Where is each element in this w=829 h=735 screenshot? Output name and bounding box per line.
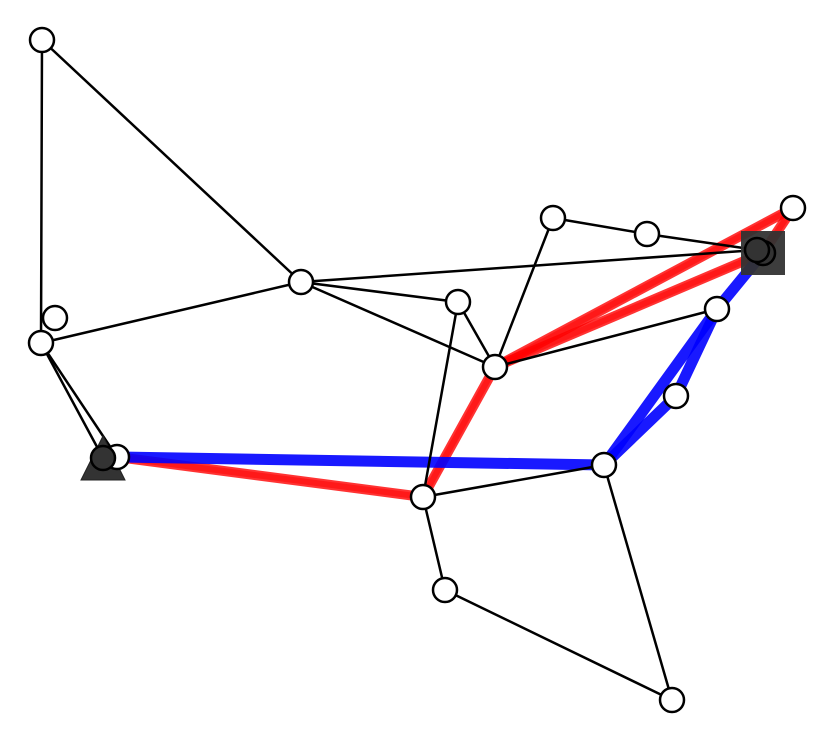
red-path-edge bbox=[420, 364, 498, 500]
red-path-edge bbox=[114, 454, 426, 500]
graph-edge bbox=[40, 38, 303, 284]
graph-node bbox=[41, 304, 69, 332]
graph-node bbox=[743, 236, 771, 264]
graph-edge bbox=[299, 248, 759, 284]
graph-node bbox=[409, 483, 437, 511]
graph-node bbox=[287, 268, 315, 296]
graph-edge bbox=[551, 216, 649, 236]
graph-edge bbox=[602, 463, 674, 702]
graph-node bbox=[539, 204, 567, 232]
graph-node bbox=[658, 686, 686, 714]
graph-node bbox=[590, 451, 618, 479]
blue-path-edge bbox=[598, 390, 682, 471]
graph-edge bbox=[645, 232, 759, 252]
blue-path-edge bbox=[111, 451, 610, 471]
graph-edge bbox=[39, 38, 44, 345]
graph-edge bbox=[39, 341, 119, 459]
edge-layer bbox=[39, 38, 759, 702]
graph-edge bbox=[39, 341, 105, 460]
graph-edge bbox=[421, 463, 606, 499]
graph-node bbox=[481, 353, 509, 381]
graph-node bbox=[662, 382, 690, 410]
node-layer bbox=[27, 26, 807, 714]
red-path-layer bbox=[112, 203, 798, 502]
blue-path-layer bbox=[111, 247, 769, 471]
graph-node bbox=[779, 194, 807, 222]
graph-edge bbox=[39, 280, 303, 345]
graph-edge bbox=[493, 307, 719, 369]
graph-edge bbox=[299, 280, 460, 304]
graph-node bbox=[633, 220, 661, 248]
graph-node bbox=[27, 329, 55, 357]
graph-node bbox=[28, 26, 56, 54]
blue-path-edge bbox=[670, 303, 723, 402]
graph-edge bbox=[421, 300, 460, 499]
graph-edge bbox=[493, 216, 555, 369]
graph-edge bbox=[443, 588, 674, 702]
blue-path-edge bbox=[598, 303, 723, 471]
graph-edge bbox=[299, 280, 497, 369]
graph-node bbox=[431, 576, 459, 604]
graph-node bbox=[703, 295, 731, 323]
graph-node bbox=[89, 444, 117, 472]
graph-edge bbox=[421, 495, 447, 592]
graph-node bbox=[444, 288, 472, 316]
